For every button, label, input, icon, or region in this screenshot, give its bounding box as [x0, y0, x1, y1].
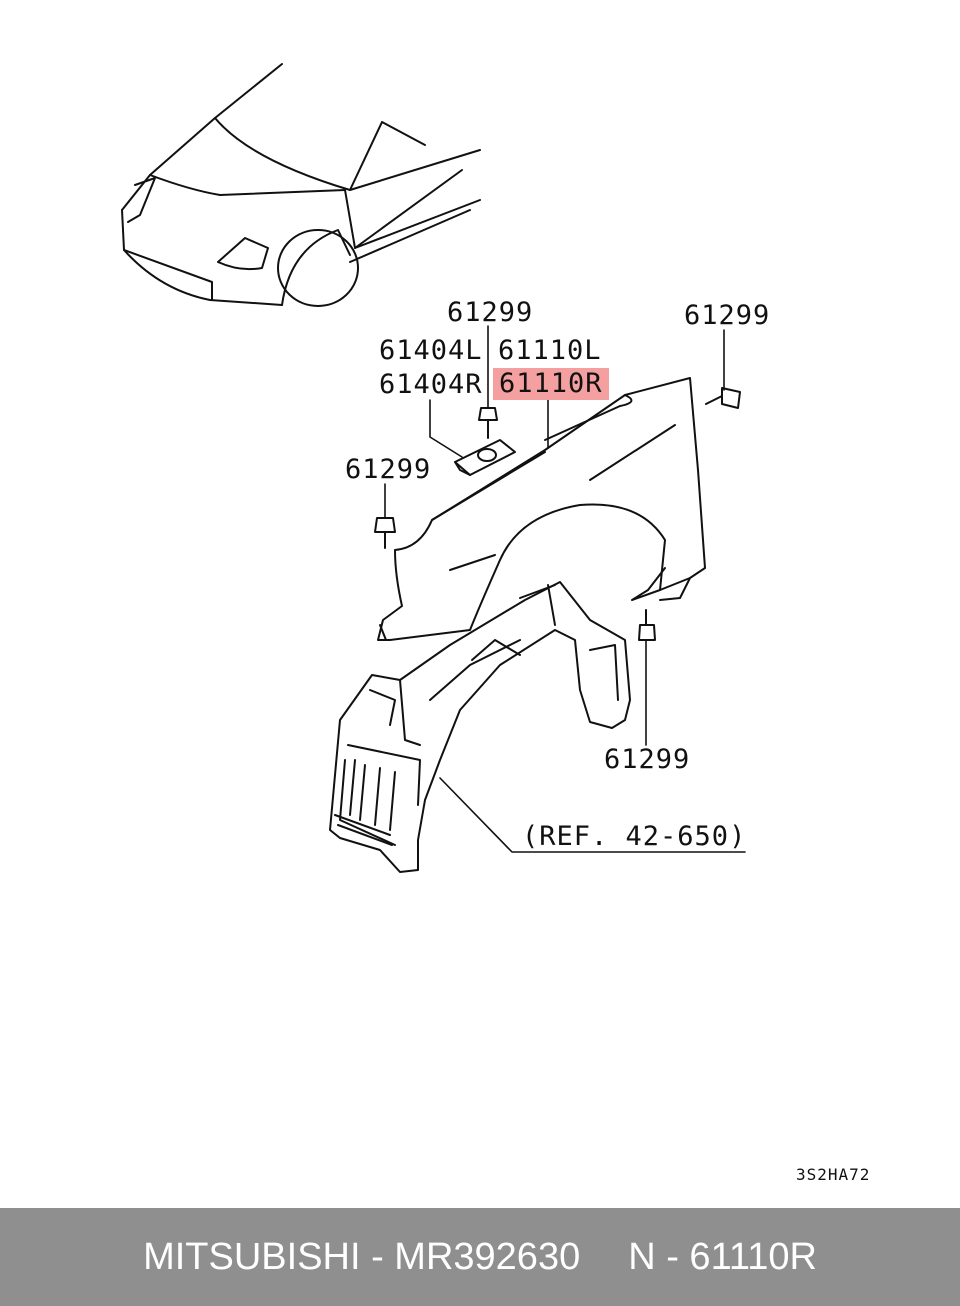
label-bolt-bottom: 61299 [604, 744, 691, 775]
label-reference: (REF. 42-650) [522, 821, 747, 852]
label-bolt-left: 61299 [345, 454, 432, 485]
car-overview-drawing [121, 63, 481, 307]
bolt-left-drawing [374, 517, 396, 549]
label-bolt-top: 61299 [447, 297, 534, 328]
footer-brand-part-number: MITSUBISHI - MR392630 [143, 1235, 581, 1278]
bolt-bottom-drawing [638, 609, 656, 641]
footer-bar: MITSUBISHI - MR392630 N - 61110R [0, 1208, 960, 1306]
parts-diagram [121, 63, 746, 873]
inner-fender-liner-drawing [329, 581, 631, 873]
footer-reference-code: N - 61110R [628, 1235, 817, 1278]
label-fender-right-highlighted: 61110R [493, 368, 609, 400]
fender-bracket-drawing [454, 439, 516, 476]
bolt-right-drawing [705, 387, 741, 409]
label-fender-left: 61110L [498, 335, 602, 366]
bolt-top-drawing [478, 407, 498, 439]
leader-lines [384, 325, 746, 853]
label-bracket-left: 61404L [379, 335, 483, 366]
label-bolt-right: 61299 [684, 300, 771, 331]
label-bracket-right: 61404R [379, 369, 483, 400]
diagram-code: 3S2HA72 [796, 1165, 871, 1184]
front-fender-drawing [377, 377, 706, 641]
